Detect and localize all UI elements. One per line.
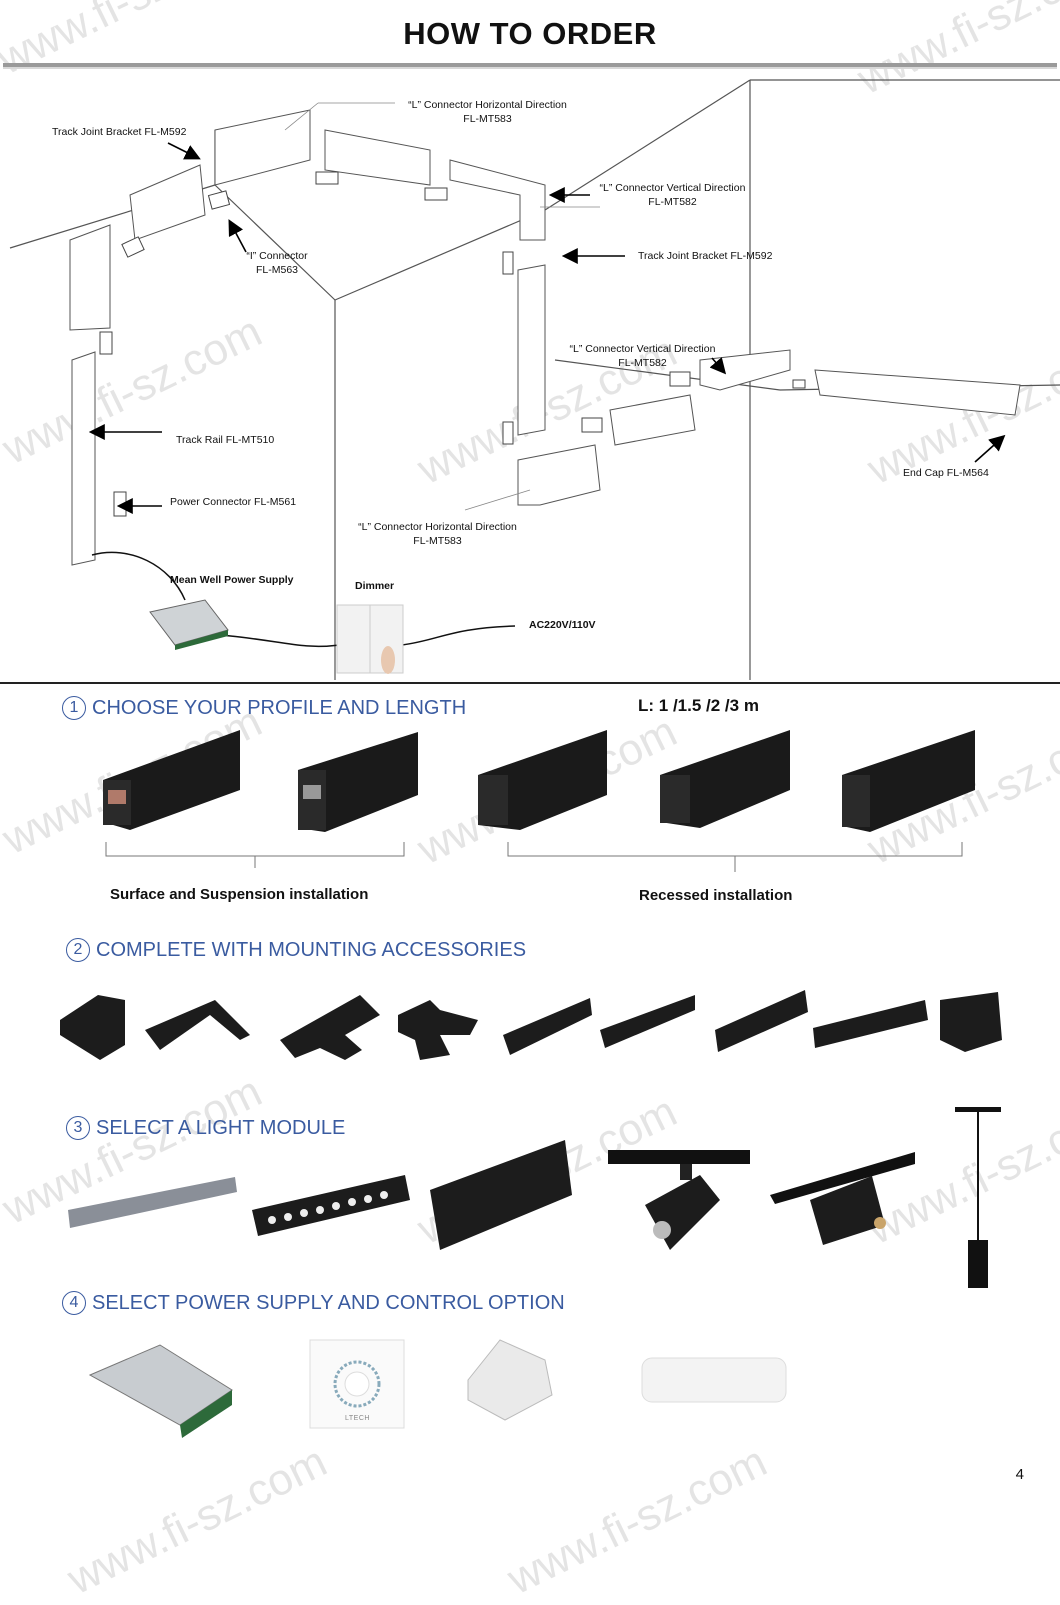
watermark: www.fi-sz.com	[60, 1436, 335, 1605]
label-line: “L” Connector Vertical Direction	[599, 182, 746, 194]
label-line: Track Rail FL-MT510	[176, 434, 275, 446]
page-title: HOW TO ORDER	[403, 16, 657, 51]
section-title-text: CHOOSE YOUR PROFILE AND LENGTH	[92, 696, 467, 719]
profile-recessed-1	[478, 730, 607, 830]
label-power-supply: Mean Well Power Supply	[170, 573, 294, 587]
label-line: Mean Well Power Supply	[170, 574, 294, 586]
brace	[105, 842, 405, 868]
watermark: www.fi-sz.com	[860, 1086, 1060, 1255]
profile-surface-1	[103, 730, 240, 830]
label-ac: AC220V/110V	[529, 618, 596, 632]
cable	[401, 625, 516, 646]
section-1-title: 1 CHOOSE YOUR PROFILE AND LENGTH	[62, 696, 466, 720]
profile-recessed-2	[660, 730, 790, 828]
watermark: www.fi-sz.com	[500, 1436, 775, 1605]
label-i-connector: “I” Connector FL-M563	[232, 249, 322, 277]
label-line: FL-MT582	[618, 357, 667, 369]
label-line: Track Joint Bracket FL-M592	[52, 126, 187, 138]
profile-surface-2	[298, 732, 418, 832]
watermark: www.fi-sz.com	[410, 1086, 685, 1255]
dimmer-drawing	[336, 604, 404, 674]
surface-installation-label: Surface and Suspension installation	[110, 886, 369, 903]
watermark: www.fi-sz.com	[0, 696, 270, 865]
label-dimmer: Dimmer	[355, 579, 394, 593]
arrows	[88, 142, 1006, 514]
watermark: www.fi-sz.com	[410, 706, 685, 875]
label-l-connector-horizontal-bottom: “L” Connector Horizontal Direction FL-MT…	[345, 520, 530, 548]
section-title-text: SELECT A LIGHT MODULE	[96, 1116, 346, 1139]
power-control-row	[88, 1339, 787, 1438]
section-3-title: 3 SELECT A LIGHT MODULE	[66, 1116, 345, 1140]
title-rule	[3, 63, 1057, 69]
section-number: 1	[62, 696, 86, 720]
label-l-connector-vertical-top: “L” Connector Vertical Direction FL-MT58…	[590, 181, 755, 209]
length-note: L: 1 /1.5 /2 /3 m	[638, 696, 759, 715]
label-l-connector-vertical-mid: “L” Connector Vertical Direction FL-MT58…	[560, 342, 725, 370]
label-line: FL-M563	[255, 264, 298, 276]
cable	[91, 551, 186, 601]
label-line: Track Joint Bracket FL-M592	[638, 250, 773, 262]
watermark: www.fi-sz.com	[860, 706, 1060, 875]
section-number: 4	[62, 1291, 86, 1315]
label-l-connector-horizontal-top: “L” Connector Horizontal Direction FL-MT…	[395, 98, 580, 126]
label-track-joint-right: Track Joint Bracket FL-M592	[638, 249, 772, 263]
led-dots	[268, 1191, 886, 1239]
label-end-cap: End Cap FL-M564	[903, 466, 989, 480]
label-line: Power Connector FL-M561	[170, 496, 297, 508]
label-track-rail: Track Rail FL-MT510	[176, 433, 274, 447]
section-number: 2	[66, 938, 90, 962]
label-track-joint-left: Track Joint Bracket FL-M592	[52, 125, 186, 139]
label-line: End Cap FL-M564	[903, 467, 989, 479]
power-supply-drawing	[149, 599, 229, 650]
installation-diagram	[9, 79, 1060, 680]
track-pieces	[69, 109, 1021, 566]
label-line: “L” Connector Horizontal Direction	[408, 99, 567, 111]
label-line: FL-MT583	[413, 535, 462, 547]
accessories-row	[60, 990, 1002, 1060]
section-number: 3	[66, 1116, 90, 1140]
section-divider	[0, 682, 1060, 684]
profile-recessed-3	[842, 730, 975, 832]
page-number: 4	[1015, 1466, 1024, 1483]
section-title-text: SELECT POWER SUPPLY AND CONTROL OPTION	[92, 1291, 565, 1314]
brace	[507, 842, 963, 872]
label-line: “I” Connector	[246, 250, 308, 262]
recessed-installation-label: Recessed installation	[639, 887, 793, 904]
label-line: “L” Connector Horizontal Direction	[358, 521, 517, 533]
label-power-connector: Power Connector FL-M561	[170, 495, 296, 509]
watermark: www.fi-sz.com	[0, 1066, 270, 1235]
leader-lines	[284, 102, 600, 511]
label-line: FL-MT583	[463, 113, 512, 125]
label-line: Dimmer	[355, 580, 395, 592]
section-title-text: COMPLETE WITH MOUNTING ACCESSORIES	[96, 938, 527, 961]
section-2-title: 2 COMPLETE WITH MOUNTING ACCESSORIES	[66, 938, 526, 962]
label-line: “L” Connector Vertical Direction	[569, 343, 716, 355]
label-line: FL-MT582	[648, 196, 697, 208]
label-line: AC220V/110V	[529, 619, 596, 631]
cable	[219, 634, 341, 648]
section-4-title: 4 SELECT POWER SUPPLY AND CONTROL OPTION	[62, 1291, 565, 1315]
controller-brand: LTECH	[345, 1415, 370, 1422]
